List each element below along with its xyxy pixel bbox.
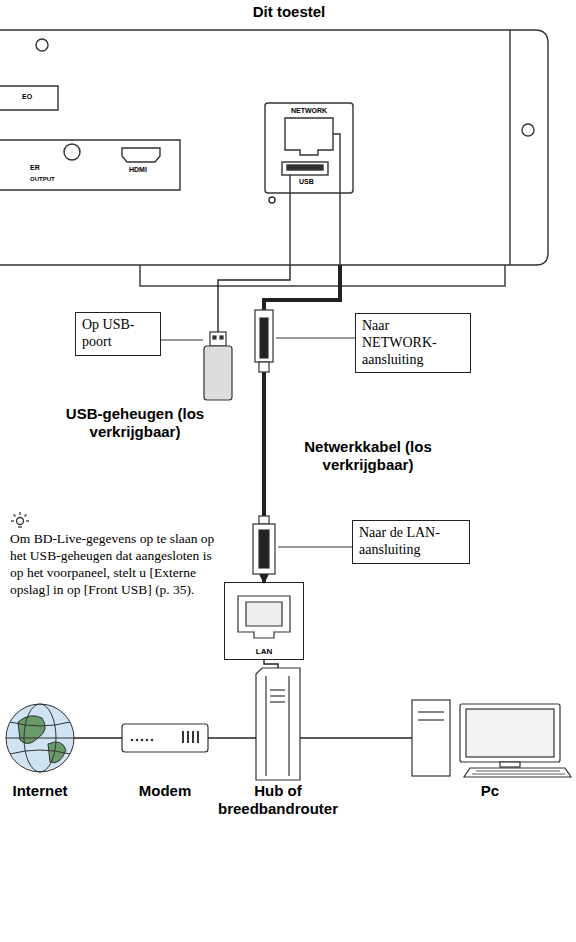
player-rear-panel <box>0 30 548 286</box>
port-label: LAN <box>256 648 272 656</box>
modem: Modem <box>122 724 208 752</box>
callout-box: Naar de LAN-aansluiting <box>352 520 470 564</box>
part-caption: USB-geheugen (los verkrijgbaar) <box>65 405 205 441</box>
callout-box: Naar NETWORK-aansluiting <box>355 313 471 373</box>
tip-icon <box>11 512 29 527</box>
usb-stick <box>204 332 232 400</box>
lan-port-box: LAN <box>224 582 304 660</box>
device-caption: Modem <box>120 782 210 800</box>
device-caption: Pc <box>455 782 525 800</box>
port-label: HDMI <box>129 166 147 173</box>
callout-text: Naar NETWORK-aansluiting <box>362 318 464 368</box>
hub-router: Hub of breedbandrouter <box>256 668 300 780</box>
hub-icon <box>256 668 300 780</box>
cable-caption: Netwerkkabel (los verkrijgbaar) <box>298 438 438 474</box>
player-unit: Dit toestel <box>0 30 548 265</box>
port-label: USB <box>299 178 314 185</box>
usb-memory: USB-geheugen (los verkrijgbaar) <box>204 332 232 400</box>
connector <box>74 737 122 738</box>
device-caption: Hub of breedbandrouter <box>193 782 363 818</box>
panel-label: ER <box>30 164 40 171</box>
globe-icon <box>6 704 74 772</box>
connector <box>300 737 412 738</box>
pc-icon <box>412 700 571 777</box>
tip-note: Om BD-Live-gegevens op te slaan op het U… <box>10 531 218 599</box>
port-label: EO <box>22 93 32 100</box>
connector <box>208 737 256 738</box>
internet-globe: Internet <box>6 704 74 772</box>
modem-icon <box>122 724 208 752</box>
callout-text: Naar de LAN-aansluiting <box>359 525 463 559</box>
callout-text: Op USB-poort <box>82 317 154 351</box>
callout-box: Op USB-poort <box>75 312 161 356</box>
lan-jack <box>238 596 290 638</box>
connector <box>264 660 278 668</box>
port-label: NETWORK <box>291 107 327 114</box>
unit-heading: Dit toestel <box>0 3 548 21</box>
pc: Pc <box>412 700 570 778</box>
device-caption: Internet <box>0 782 85 800</box>
panel-label: OUTPUT <box>30 176 55 182</box>
